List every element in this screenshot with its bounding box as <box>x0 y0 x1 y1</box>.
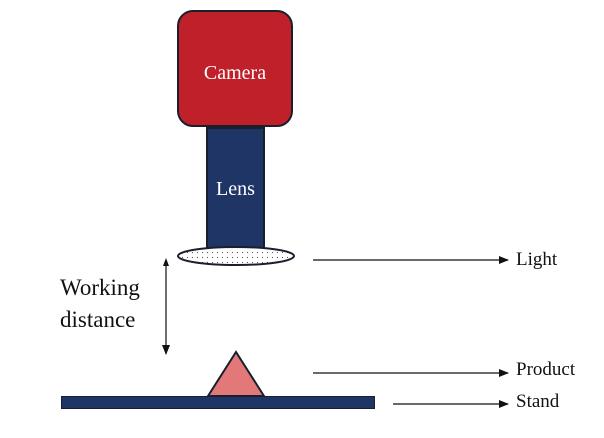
light-ring <box>177 246 295 266</box>
product-label: Product <box>516 359 576 380</box>
product-triangle <box>206 350 266 397</box>
camera-box <box>177 10 293 127</box>
working-distance-label-line1: Working <box>60 275 140 300</box>
working-distance-label-line2: distance <box>60 307 136 332</box>
lens-label: Lens <box>216 178 255 200</box>
stand-label: Stand <box>516 391 560 412</box>
camera-label: Camera <box>203 62 267 84</box>
light-label: Light <box>516 249 558 270</box>
